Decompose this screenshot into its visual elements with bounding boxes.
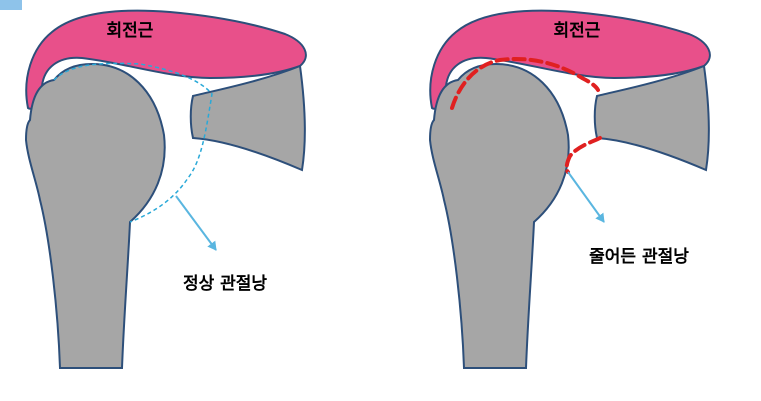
capsule-pointer-arrow bbox=[567, 171, 605, 223]
rotator-cuff-label: 회전근 bbox=[554, 21, 601, 41]
left-panel-normal: 회전근 정상 관절낭 bbox=[24, 9, 307, 369]
humerus-bone bbox=[24, 62, 166, 369]
rotator-cuff-muscle bbox=[25, 9, 307, 110]
right-panel-reduced: 회전근 줄어든 관절낭 bbox=[428, 9, 711, 369]
reduced-capsule-line bbox=[450, 56, 602, 174]
glenoid-bone bbox=[189, 64, 306, 172]
corner-accent bbox=[0, 0, 22, 10]
glenoid-bone bbox=[593, 64, 710, 172]
normal-capsule-label: 정상 관절낭 bbox=[183, 273, 267, 294]
normal-capsule-line bbox=[53, 62, 213, 223]
rotator-cuff-label: 회전근 bbox=[107, 21, 154, 41]
capsule-pointer-arrow bbox=[175, 195, 217, 251]
rotator-cuff-muscle bbox=[429, 9, 711, 110]
reduced-capsule-label: 줄어든 관절낭 bbox=[589, 246, 689, 267]
